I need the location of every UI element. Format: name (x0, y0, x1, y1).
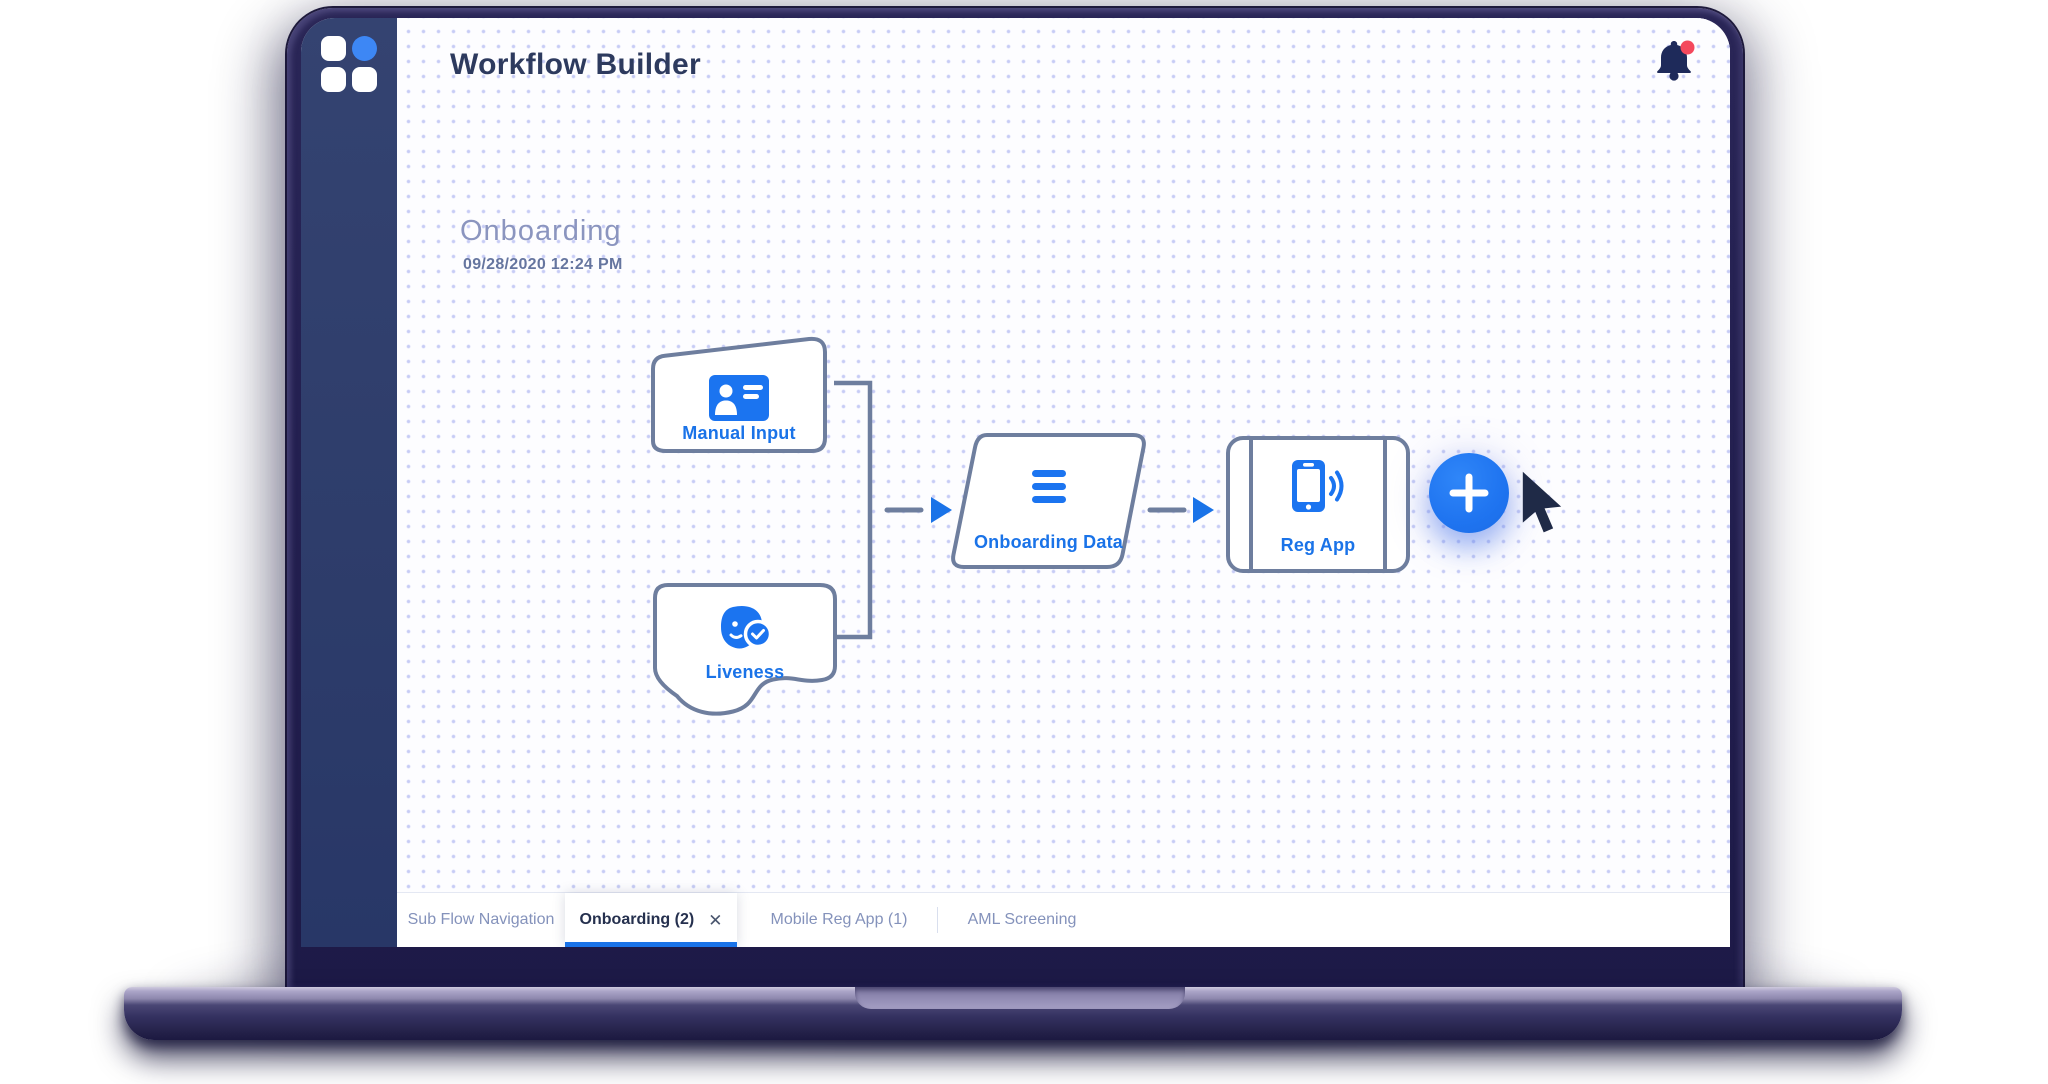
active-tab-indicator (565, 942, 737, 947)
main-area: Workflow Builder Onboarding 09/28/2020 1… (397, 18, 1730, 947)
tab-divider (937, 907, 938, 933)
plus-icon (1449, 473, 1489, 513)
tab-onboarding[interactable]: Onboarding (2) ✕ (565, 893, 737, 947)
node-liveness[interactable]: Liveness (652, 582, 838, 718)
close-tab-icon[interactable]: ✕ (708, 910, 723, 930)
node-manual-input[interactable]: Manual Input (650, 335, 828, 459)
tab-aml-screening[interactable]: AML Screening (938, 893, 1106, 947)
bell-icon (1657, 40, 1695, 81)
logo-square-top-left (321, 36, 346, 61)
tab-label: Onboarding (2) (579, 911, 695, 928)
mouse-cursor-icon (1522, 471, 1562, 533)
unread-badge (1680, 40, 1695, 55)
tab-label: AML Screening (967, 911, 1077, 928)
page-title: Workflow Builder (450, 48, 701, 81)
flow-timestamp: 09/28/2020 12:24 PM (463, 256, 623, 273)
logo-circle-top-right (352, 36, 377, 61)
face-check-icon (721, 605, 773, 649)
add-node-button[interactable] (1429, 453, 1509, 533)
wavy-card-shape (653, 583, 837, 716)
sidebar (301, 18, 397, 947)
notifications-button[interactable] (1650, 36, 1698, 84)
tab-mobile-reg-app[interactable]: Mobile Reg App (1) (741, 893, 937, 947)
logo-square-bottom-right (352, 67, 377, 92)
id-card-icon (709, 375, 769, 421)
tab-label: Mobile Reg App (1) (770, 911, 908, 928)
app-logo[interactable] (321, 36, 377, 92)
app-window: Workflow Builder Onboarding 09/28/2020 1… (301, 18, 1730, 947)
node-label: Manual Input (682, 423, 796, 443)
laptop-base (124, 987, 1902, 1040)
laptop-base-notch (855, 987, 1185, 1009)
node-label: Reg App (1280, 535, 1356, 555)
flow-title: Onboarding (460, 215, 622, 247)
node-label: Liveness (705, 662, 785, 682)
node-label: Onboarding Data (973, 532, 1123, 552)
node-onboarding-data[interactable]: Onboarding Data (947, 432, 1150, 570)
node-reg-app[interactable]: Reg App (1225, 435, 1411, 574)
mobile-signal-icon (1292, 460, 1344, 512)
tab-sub-flow-navigation[interactable]: Sub Flow Navigation (397, 893, 565, 947)
list-icon (1031, 470, 1066, 503)
sub-flow-tab-bar: Sub Flow Navigation Onboarding (2) ✕ Mob… (397, 892, 1730, 947)
logo-square-bottom-left (321, 67, 346, 92)
laptop-frame: Workflow Builder Onboarding 09/28/2020 1… (287, 8, 1743, 987)
tab-label: Sub Flow Navigation (407, 911, 555, 928)
